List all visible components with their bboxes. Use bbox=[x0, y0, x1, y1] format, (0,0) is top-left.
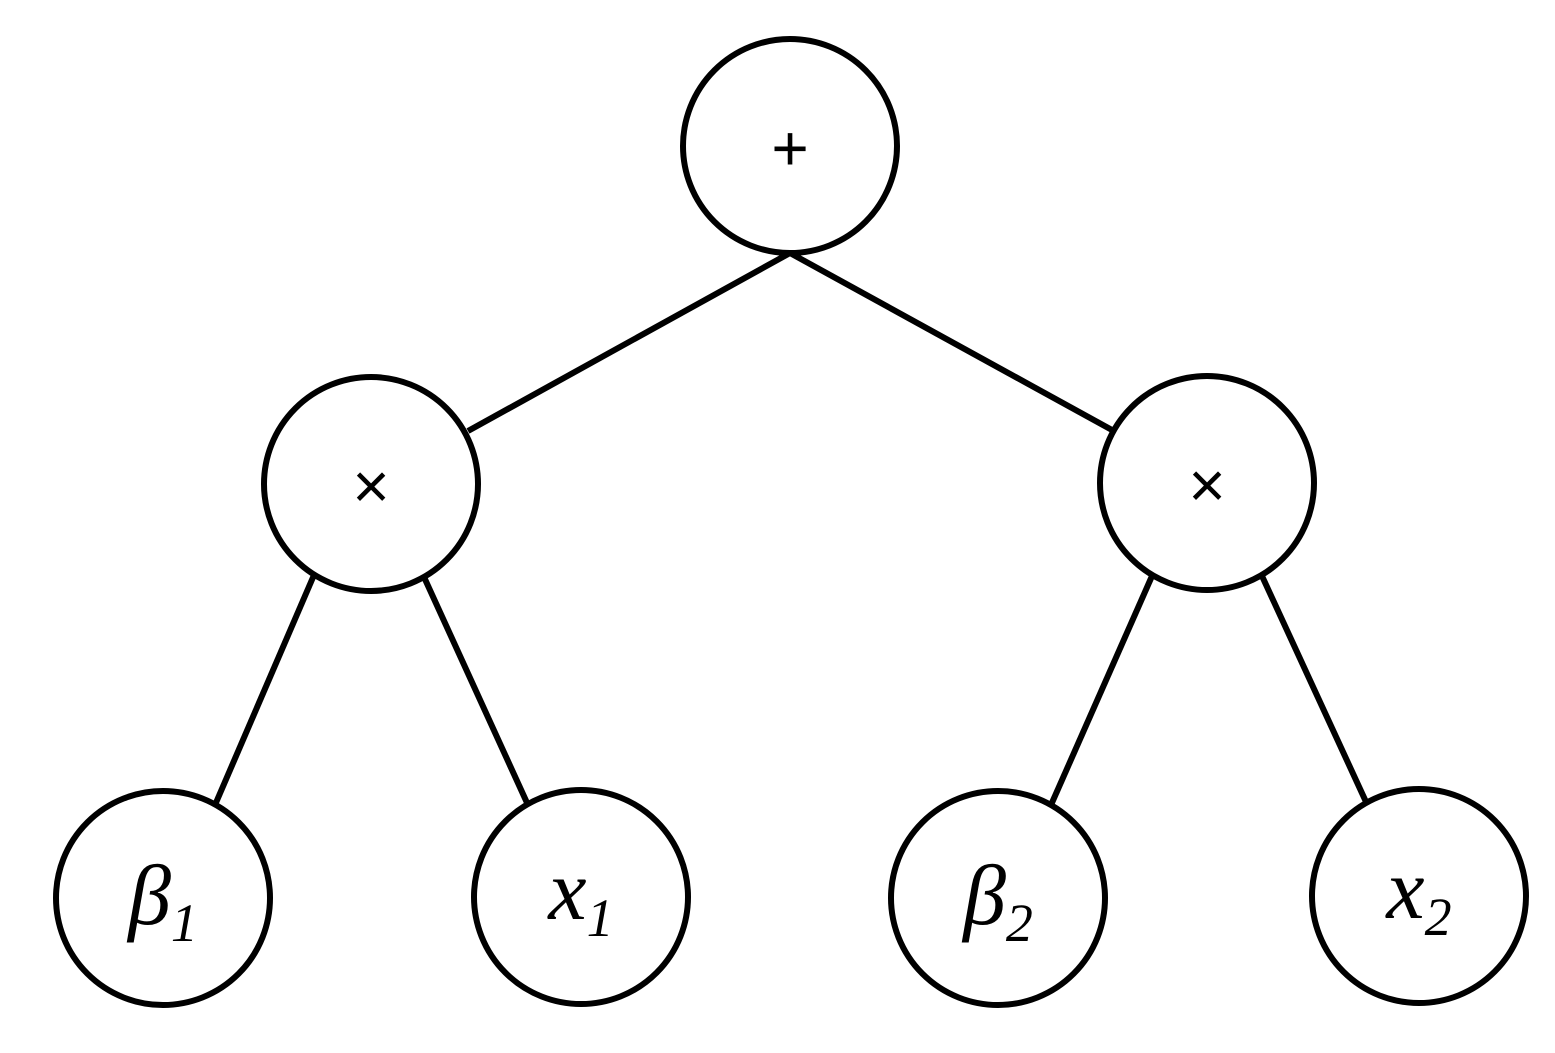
node-x2-circle[interactable] bbox=[1309, 786, 1529, 1006]
node-beta1-subscript: 1 bbox=[171, 893, 198, 953]
edge-mul-right-to-x2 bbox=[1259, 574, 1370, 806]
node-x1-label: x1 bbox=[546, 842, 613, 948]
node-x1-circle[interactable] bbox=[471, 787, 691, 1007]
node-group: + × × β1 x1 β2 bbox=[53, 36, 1529, 1008]
edge-group bbox=[212, 250, 1370, 807]
node-mul-right[interactable]: × bbox=[1097, 373, 1317, 593]
edge-mul-left-to-beta1 bbox=[212, 573, 317, 807]
node-beta1[interactable]: β1 bbox=[53, 788, 273, 1008]
node-mul-right-circle[interactable] bbox=[1097, 373, 1317, 593]
node-beta1-symbol: β bbox=[126, 847, 171, 943]
node-mul-left-circle[interactable] bbox=[261, 374, 481, 594]
multiply-icon: × bbox=[1188, 449, 1225, 521]
node-beta2-label: β2 bbox=[961, 847, 1033, 953]
node-beta1-circle[interactable] bbox=[53, 788, 273, 1008]
node-beta2-symbol: β bbox=[961, 847, 1006, 943]
node-x2-subscript: 2 bbox=[1425, 887, 1452, 947]
node-beta2[interactable]: β2 bbox=[888, 788, 1108, 1008]
node-x1-subscript: 1 bbox=[587, 888, 614, 948]
node-beta2-subscript: 2 bbox=[1006, 893, 1033, 953]
node-beta1-label: β1 bbox=[126, 847, 198, 953]
node-x1-symbol: x bbox=[546, 842, 586, 938]
node-beta2-circle[interactable] bbox=[888, 788, 1108, 1008]
node-root[interactable]: + bbox=[680, 36, 900, 256]
edge-root-to-mul-left bbox=[466, 250, 792, 434]
edge-mul-right-to-beta2 bbox=[1048, 574, 1155, 807]
node-x2[interactable]: x2 bbox=[1309, 786, 1529, 1006]
node-root-circle[interactable] bbox=[680, 36, 900, 256]
edge-mul-left-to-x1 bbox=[421, 575, 531, 807]
plus-icon: + bbox=[771, 112, 808, 184]
node-mul-left[interactable]: × bbox=[261, 374, 481, 594]
edge-root-to-mul-right bbox=[788, 250, 1114, 433]
node-x2-label: x2 bbox=[1384, 841, 1451, 947]
node-x1[interactable]: x1 bbox=[471, 787, 691, 1007]
multiply-icon: × bbox=[352, 450, 389, 522]
node-x2-symbol: x bbox=[1384, 841, 1424, 937]
